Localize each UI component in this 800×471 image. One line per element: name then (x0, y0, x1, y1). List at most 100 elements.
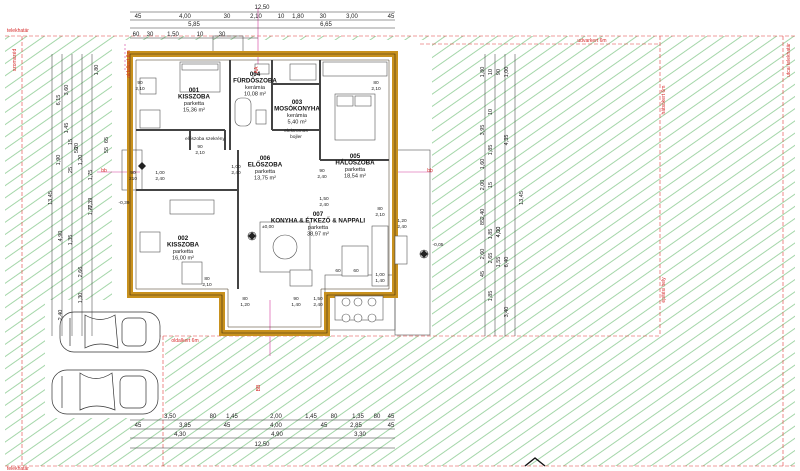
dim-bottom-row2: 45 (224, 423, 231, 429)
dim-right: 1,60 (480, 159, 486, 170)
dim-left: 1,77 (88, 205, 94, 216)
opening-label: 80 (242, 296, 248, 302)
dim-bottom-row3: 3,30 (354, 432, 366, 438)
room-number: 001 (189, 87, 200, 94)
building-line-label: építési hely (661, 277, 667, 303)
opening-label: 90 (197, 144, 203, 150)
dim-right: 3,40 (504, 307, 510, 318)
opening-label: 90 (137, 80, 143, 86)
wardrobe-label: előszoba szekrény (185, 136, 225, 142)
dim-right: 1,85 (488, 291, 494, 302)
level-marker-outside (419, 249, 429, 259)
dim-bottom-row2: 3,85 (179, 423, 191, 429)
dim-left: 1,80 (94, 65, 100, 76)
dim-left: 55 (104, 147, 110, 153)
opening-label: 2,10 (371, 86, 381, 92)
dim-total-bottom: 12,50 (254, 442, 270, 448)
view-line-label: AA (254, 66, 260, 73)
dim-right: 45 (480, 271, 486, 277)
interior-walls (136, 60, 389, 289)
dim-left: 20 (74, 143, 80, 149)
opening-label: 2,10 (135, 86, 145, 92)
room-floor: parketta (345, 167, 366, 173)
dim-bottom-row3: 4,90 (271, 432, 283, 438)
opening-label: 90 (293, 296, 299, 302)
room-area: 10,08 m² (244, 92, 266, 98)
dim-right: 10 (488, 69, 494, 75)
dim-right: 3,95 (480, 125, 486, 136)
dim-left: 3,60 (64, 85, 70, 96)
dim-total-top: 12,50 (254, 5, 270, 11)
rear-setback-label: hátsókert 6m (661, 86, 667, 115)
level-marker-inside (247, 231, 257, 241)
room-name: HÁLÓSZOBA (335, 159, 375, 167)
opening-label: 1,50 (313, 296, 323, 302)
garden-setback-label: udvarkert 6m (577, 38, 606, 44)
dim-left: 1,75 (88, 170, 94, 181)
dim-top-row3: 30 (219, 32, 226, 38)
street-line-label: utcai telekhatár (786, 43, 792, 77)
side-setback-label: oldalkert 6m (171, 338, 198, 344)
level-marker-entry (138, 162, 146, 170)
opening-label: 90 (319, 168, 325, 174)
dim-top-row1: 10 (278, 14, 285, 20)
dim-bottom-row1: 80 (331, 414, 338, 420)
opening-label: 1,20 (397, 218, 407, 224)
dim-right: 1,85 (488, 229, 494, 240)
room-area: 38,97 m² (307, 232, 329, 238)
dim-top-row1: 4,00 (179, 14, 191, 20)
opening-label: 1,00 (375, 272, 385, 278)
opening-label: 2,40 (155, 176, 165, 182)
dim-bottom-row1: 1,45 (305, 414, 317, 420)
level-outside-label: -0,05 (433, 242, 444, 248)
dim-right: 13,45 (519, 191, 525, 205)
room-floor: parketta (255, 169, 276, 175)
dim-bottom-row1: 80 (210, 414, 217, 420)
dim-bottom-row2: 4,00 (270, 423, 282, 429)
opening-label: 1,20 (240, 302, 250, 308)
room-name: ELŐSZOBA (248, 162, 283, 169)
opening-label: 1,40 (375, 278, 385, 284)
room-name: KONYHA & ÉTKEZŐ & NAPPALI (271, 217, 365, 225)
opening-label: 1,00 (231, 164, 241, 170)
dim-right: 2,60 (480, 249, 486, 260)
opening-label: 2,10 (195, 150, 205, 156)
dim-top-row3: 60 (133, 32, 140, 38)
room-area: 16,00 m² (172, 256, 194, 262)
level-entry-label: -0,39 (119, 200, 130, 206)
opening-label: 2,40 (231, 170, 241, 176)
dim-left: 1,45 (64, 123, 70, 134)
dim-top-row2: 6,65 (320, 22, 332, 28)
section-label: bb (101, 168, 107, 174)
dim-right: 1,00 (504, 67, 510, 78)
room-area: 13,75 m² (254, 176, 276, 182)
opening-label: 1,00 (155, 170, 165, 176)
dim-right: 4,00 (496, 227, 502, 238)
dim-left: 2,66 (78, 267, 84, 278)
dim-top-row3: 10 (197, 32, 204, 38)
dim-right: 4,35 (504, 135, 510, 146)
dim-left: 4,90 (58, 231, 64, 242)
opening-label: 2,40 (319, 202, 329, 208)
dim-bottom-row3: 4,30 (174, 432, 186, 438)
dim-bottom-row1: 1,45 (226, 414, 238, 420)
boiler-label: elektromos (284, 128, 308, 134)
dim-right: 2,40 (480, 209, 486, 220)
room-number: 002 (178, 235, 189, 242)
room-floor: parketta (184, 101, 205, 107)
dim-left: 13,45 (48, 191, 54, 205)
dim-bottom-row1: 45 (388, 414, 395, 420)
dim-right: 10 (488, 109, 494, 115)
dim-top-row3: 1,50 (167, 32, 179, 38)
dimension-lines (51, 11, 516, 449)
dim-top-row1: 3,00 (346, 14, 358, 20)
room-name: MOSÓKONYHA (274, 105, 320, 113)
opening-label: 1,40 (291, 302, 301, 308)
dim-left: 6,15 (56, 95, 62, 106)
dim-left: 25 (68, 167, 74, 173)
dim-top-row1: 45 (388, 14, 395, 20)
boundary-dist-label: oldalkert 6m (126, 50, 132, 77)
room-area: 18,54 m² (344, 174, 366, 180)
